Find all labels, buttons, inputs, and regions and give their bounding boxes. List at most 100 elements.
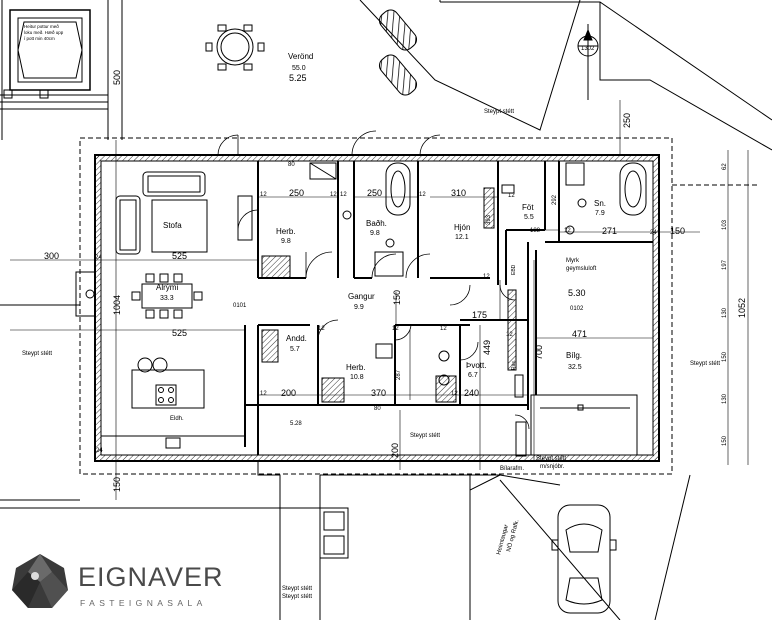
- room-thvott-name: Þvott.: [466, 361, 486, 370]
- level-terrace: 5.25: [289, 73, 307, 83]
- car-icon: [551, 504, 617, 614]
- dim-200a: 200: [281, 388, 296, 398]
- dim-240: 240: [464, 388, 479, 398]
- walkway: [0, 461, 691, 620]
- room-sn-area: 7.9: [595, 210, 605, 217]
- dim-370: 370: [371, 388, 386, 398]
- room-bilg-area: 32.5: [568, 364, 582, 371]
- room-alrymi-area: 33.3: [160, 295, 174, 302]
- dim-12d: 12: [564, 228, 571, 234]
- dim-12m: 12: [440, 326, 447, 332]
- dimension-labels: 500 300 525 525 1004 80 250 12 12 250 12…: [44, 70, 747, 492]
- room-fat-name: Föt: [522, 203, 534, 212]
- label-snjobr-1: Steypt stétt: [536, 456, 566, 462]
- dim-271: 271: [602, 226, 617, 236]
- dining-table: [131, 273, 203, 319]
- dim-80a: 80: [288, 162, 295, 168]
- dim-200b: 200: [390, 443, 400, 458]
- label-steypt-stett-w: Steypt stétt: [22, 351, 52, 357]
- dim-300: 300: [44, 251, 59, 261]
- label-snjobr-2: m/snjóbr.: [540, 464, 565, 470]
- room-herb2-area: 10.8: [350, 374, 364, 381]
- dim-1052: 1052: [737, 298, 747, 318]
- room-verond-name: Verönd: [288, 52, 313, 61]
- label-heimtaugar-2: NÖ og Rafk.: [505, 518, 520, 552]
- interior-walls: [244, 161, 653, 455]
- dim-150b: 150: [722, 351, 728, 362]
- dim-150c: 150: [722, 435, 728, 446]
- terrace-table: [205, 24, 265, 71]
- label-steypt-stett-ne: Steypt stétt: [484, 109, 514, 115]
- label-ras: Rás.: [511, 360, 517, 370]
- room-alrymi-name: Alrými: [156, 283, 178, 292]
- label-steypt-stett-sw1: Steypt stétt: [282, 586, 312, 592]
- dim-500: 500: [112, 70, 122, 85]
- label-ebd: EBD: [511, 264, 517, 275]
- hot-tub: [9, 9, 91, 91]
- dim-24b: 24: [95, 255, 102, 261]
- misc-posts: [3, 89, 527, 457]
- dim-310: 310: [451, 188, 466, 198]
- code-garage: 0102: [570, 306, 584, 312]
- dim-471: 471: [572, 329, 587, 339]
- dim-525b: 525: [172, 328, 187, 338]
- label-myrk-2: geymsluloft: [566, 266, 597, 272]
- dim-130b: 130: [722, 393, 728, 404]
- room-labels: Verönd 55.0 Stofa Herb. 9.8 Baðh. 9.8 Hj…: [22, 23, 720, 600]
- level-garage: 5.30: [568, 288, 586, 298]
- dim-292: 292: [552, 194, 558, 205]
- doors: [217, 130, 530, 430]
- dim-12j: 12: [508, 193, 515, 199]
- room-badh-area: 9.8: [370, 230, 380, 237]
- dim-62: 62: [722, 163, 728, 170]
- company-logo: EIGNAVER FASTEIGNASALA: [10, 552, 223, 614]
- dim-250c: 250: [622, 113, 632, 128]
- dim-150a: 150: [670, 226, 685, 236]
- dim-525a: 525: [172, 251, 187, 261]
- room-gangur-name: Gangur: [348, 292, 375, 301]
- label-pott-1: Heitur pottur með: [24, 23, 59, 29]
- wall-insulation: [95, 155, 659, 461]
- label-steypt-stett-sw2: Steypt stétt: [282, 594, 312, 600]
- dim-12k: 12: [318, 326, 325, 332]
- dim-80b: 80: [374, 406, 381, 412]
- sofa: [115, 171, 253, 255]
- kitchen-island: [101, 357, 245, 449]
- level-floor: 5.28: [290, 421, 302, 427]
- dim-12a: 12: [260, 192, 267, 198]
- dim-393: 393: [486, 214, 492, 225]
- site-lines: [0, 0, 772, 501]
- label-pott-3: í pott min 40cm: [24, 36, 55, 41]
- dim-12c: 12: [419, 192, 426, 198]
- sanitary-fixtures: [309, 162, 587, 386]
- wardrobes: [261, 187, 517, 403]
- code-north: 1302: [581, 46, 595, 52]
- dim-24a: 24: [650, 230, 657, 236]
- label-myrk-1: Myrk: [566, 258, 580, 264]
- room-eldh-name: Eldh.: [170, 416, 184, 422]
- dim-12e: 12: [506, 332, 513, 338]
- dim-700: 700: [534, 345, 544, 360]
- room-thvott-area: 6.7: [468, 372, 478, 379]
- room-sn-name: Sn.: [594, 199, 606, 208]
- bathtubs: [385, 162, 647, 216]
- north-arrow-icon: [577, 24, 599, 100]
- sun-loungers: [378, 9, 418, 96]
- dim-12b: 12: [340, 192, 347, 198]
- room-herb1-area: 9.8: [281, 238, 291, 245]
- dim-12f: 12: [483, 274, 490, 280]
- room-fat-area: 5.5: [524, 214, 534, 221]
- dimension-lines: [10, 100, 749, 500]
- code-main: 0101: [233, 303, 247, 309]
- dim-12h: 12: [451, 391, 458, 397]
- terrace-outline: [79, 137, 760, 475]
- dim-103: 103: [722, 219, 728, 230]
- room-gangur-area: 9.9: [354, 304, 364, 311]
- garage-door: [530, 394, 638, 456]
- room-andd-area: 5.7: [290, 346, 300, 353]
- dim-150d: 150: [392, 290, 402, 305]
- label-pott-2: loku með. Hæð upp: [24, 29, 64, 35]
- room-stofa-name: Stofa: [163, 221, 182, 230]
- dim-12i: 12: [330, 192, 337, 198]
